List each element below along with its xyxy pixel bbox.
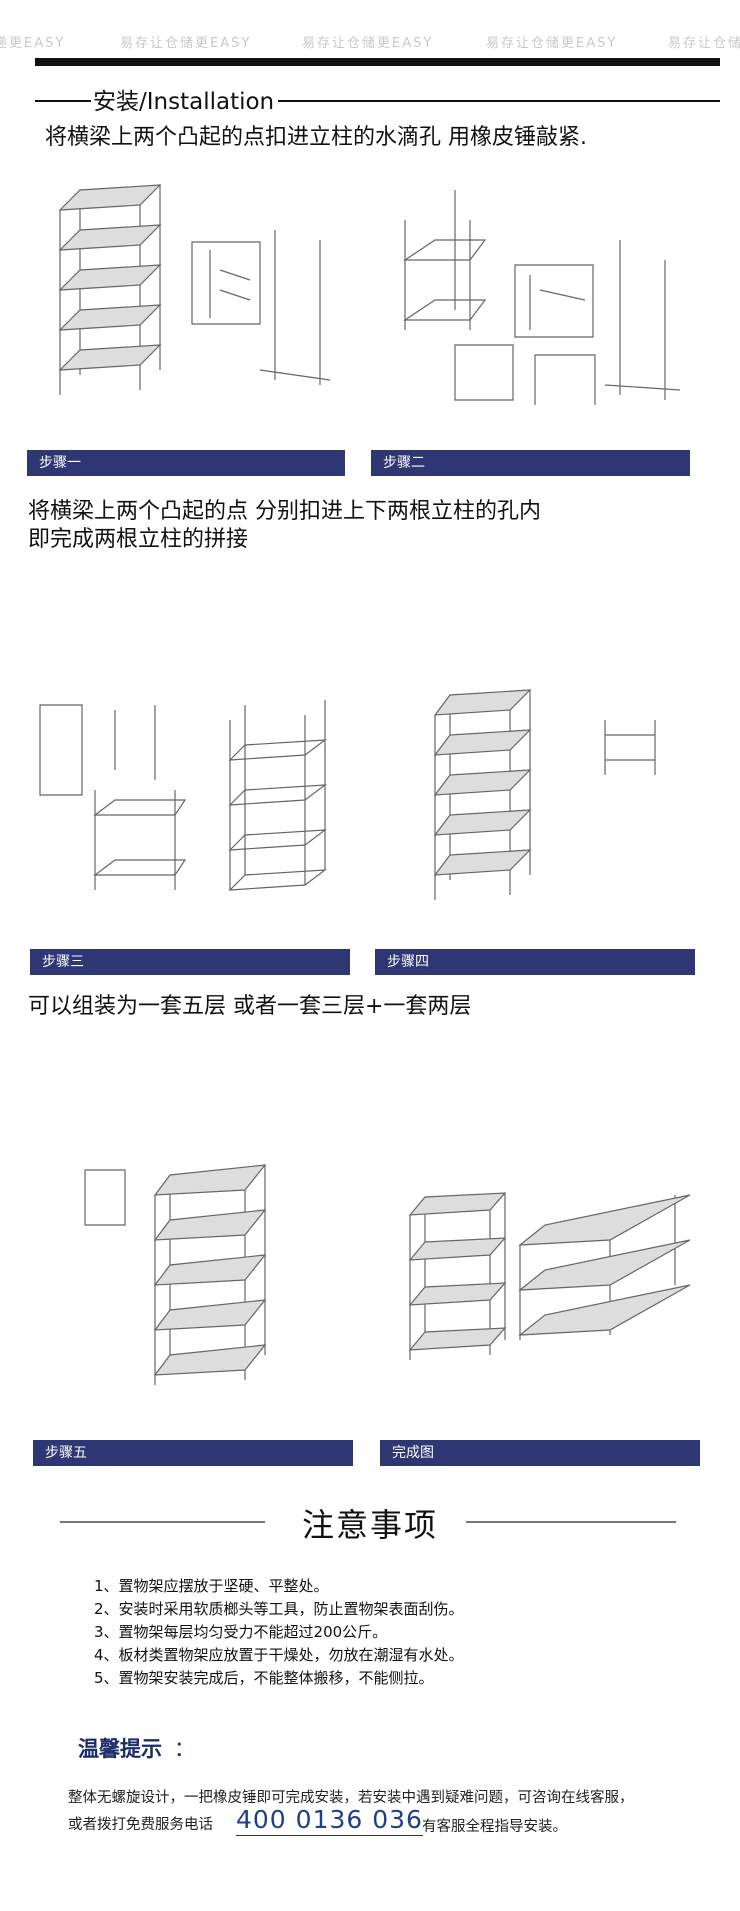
step5-label: 步骤五 (33, 1440, 353, 1466)
step2-label: 步骤二 (371, 450, 690, 476)
note-item: 1、置物架应摆放于坚硬、平整处。 (94, 1577, 329, 1595)
service-phone: 400 0136 036 (236, 1805, 423, 1836)
watermark-row: 递更EASY 易存让仓储更EASY 易存让仓储更EASY 易存让仓储更EASY … (0, 32, 740, 56)
note-item: 3、置物架每层均匀受力不能超过200公斤。 (94, 1623, 388, 1641)
top-divider-bar (35, 58, 720, 66)
watermark-text: 易存让仓储更EASY (302, 36, 434, 51)
install-title: 安装/Installation (93, 89, 275, 115)
caption-step1: 将横梁上两个凸起的点扣进立柱的水滴孔 用橡皮锤敲紧. (45, 125, 587, 150)
watermark-text: 易存让仓储 (668, 36, 740, 51)
tip-line1: 整体无螺旋设计，一把橡皮锤即可完成安装，若安装中遇到疑难问题，可咨询在线客服， (68, 1790, 634, 1806)
step3-label: 步骤三 (30, 949, 350, 975)
step2-figure (395, 180, 690, 405)
done-label: 完成图 (380, 1440, 700, 1466)
notes-rule-right (466, 1521, 676, 1523)
note-item: 2、安装时采用软质榔头等工具，防止置物架表面刮伤。 (94, 1600, 464, 1618)
step4-label: 步骤四 (375, 949, 695, 975)
title-rule-left (35, 100, 91, 102)
watermark-text: 易存让仓储更EASY (486, 36, 618, 51)
notes-title: 注意事项 (301, 1506, 438, 1544)
tip-line2: 或者拨打免费服务电话 (68, 1817, 213, 1833)
step3-figure (35, 690, 345, 900)
step1-label: 步骤一 (27, 450, 345, 476)
tip-title: 温馨提示 (78, 1736, 162, 1761)
title-rule-right (278, 100, 720, 102)
step4-figure (420, 680, 700, 905)
watermark-text: 易存让仓储更EASY (120, 36, 252, 51)
note-item: 5、置物架安装完成后，不能整体搬移，不能侧拉。 (94, 1669, 434, 1687)
notes-rule-left (60, 1521, 265, 1523)
tip-line3: 有客服全程指导安装。 (422, 1819, 567, 1835)
watermark-text: 递更EASY (0, 36, 66, 51)
caption-step3-line1: 将横梁上两个凸起的点 分别扣进上下两根立柱的孔内 (28, 499, 541, 524)
step1-figure (50, 180, 350, 405)
done-figure (405, 1185, 695, 1365)
caption-step5: 可以组装为一套五层 或者一套三层+一套两层 (28, 994, 472, 1019)
caption-step3-line2: 即完成两根立柱的拼接 (28, 527, 249, 552)
note-item: 4、板材类置物架应放置于干燥处，勿放在潮湿有水处。 (94, 1646, 464, 1664)
step5-figure (80, 1155, 350, 1390)
tip-colon: ： (174, 1737, 195, 1761)
